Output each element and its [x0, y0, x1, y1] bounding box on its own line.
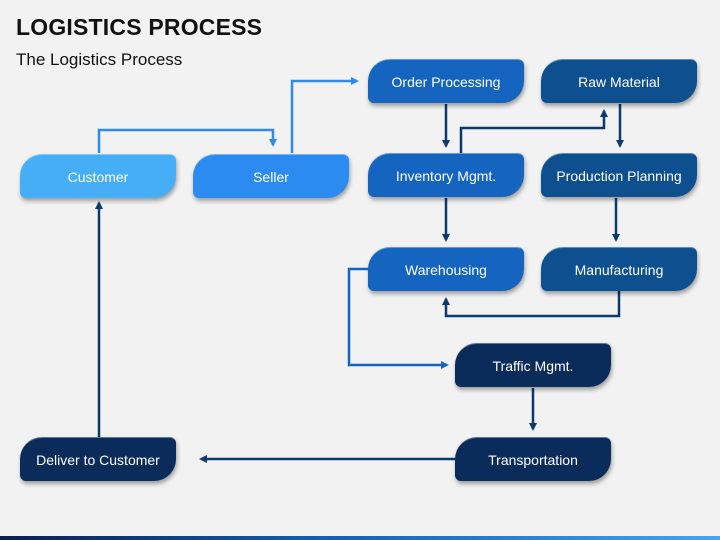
node-warehousing: Warehousing	[368, 247, 524, 291]
node-seller: Seller	[193, 154, 349, 198]
node-label: Manufacturing	[574, 261, 664, 278]
node-deliver-to-customer: Deliver to Customer	[20, 437, 176, 481]
arrow-manufacturing-to-warehousing	[442, 291, 621, 318]
node-traffic-mgmt: Traffic Mgmt.	[455, 343, 611, 387]
node-production-planning: Production Planning	[541, 153, 697, 197]
node-raw-material: Raw Material	[541, 59, 697, 103]
page-title: LOGISTICS PROCESS	[16, 14, 263, 40]
node-inventory-mgmt: Inventory Mgmt.	[368, 153, 524, 197]
node-order-processing: Order Processing	[368, 59, 524, 103]
node-transportation: Transportation	[455, 437, 611, 481]
arrow-customer-to-seller	[97, 128, 277, 153]
node-label: Inventory Mgmt.	[395, 167, 497, 184]
node-label: Customer	[67, 168, 129, 185]
arrow-warehousing-to-traffic	[347, 267, 449, 369]
node-label: Warehousing	[405, 261, 487, 278]
node-label: Transportation	[488, 451, 578, 468]
node-label: Order Processing	[391, 73, 501, 90]
page-subtitle: The Logistics Process	[16, 50, 183, 69]
node-label: Production Planning	[556, 167, 682, 184]
node-label: Deliver to Customer	[36, 451, 160, 468]
footer-accent-bar	[0, 536, 720, 540]
node-label: Seller	[253, 168, 289, 185]
arrow-inventory-to-raw-material	[459, 109, 608, 153]
node-label: Raw Material	[578, 73, 660, 90]
arrow-seller-to-order-processing	[290, 77, 359, 153]
node-manufacturing: Manufacturing	[541, 247, 697, 291]
node-customer: Customer	[20, 154, 176, 198]
node-label: Traffic Mgmt.	[492, 357, 574, 374]
